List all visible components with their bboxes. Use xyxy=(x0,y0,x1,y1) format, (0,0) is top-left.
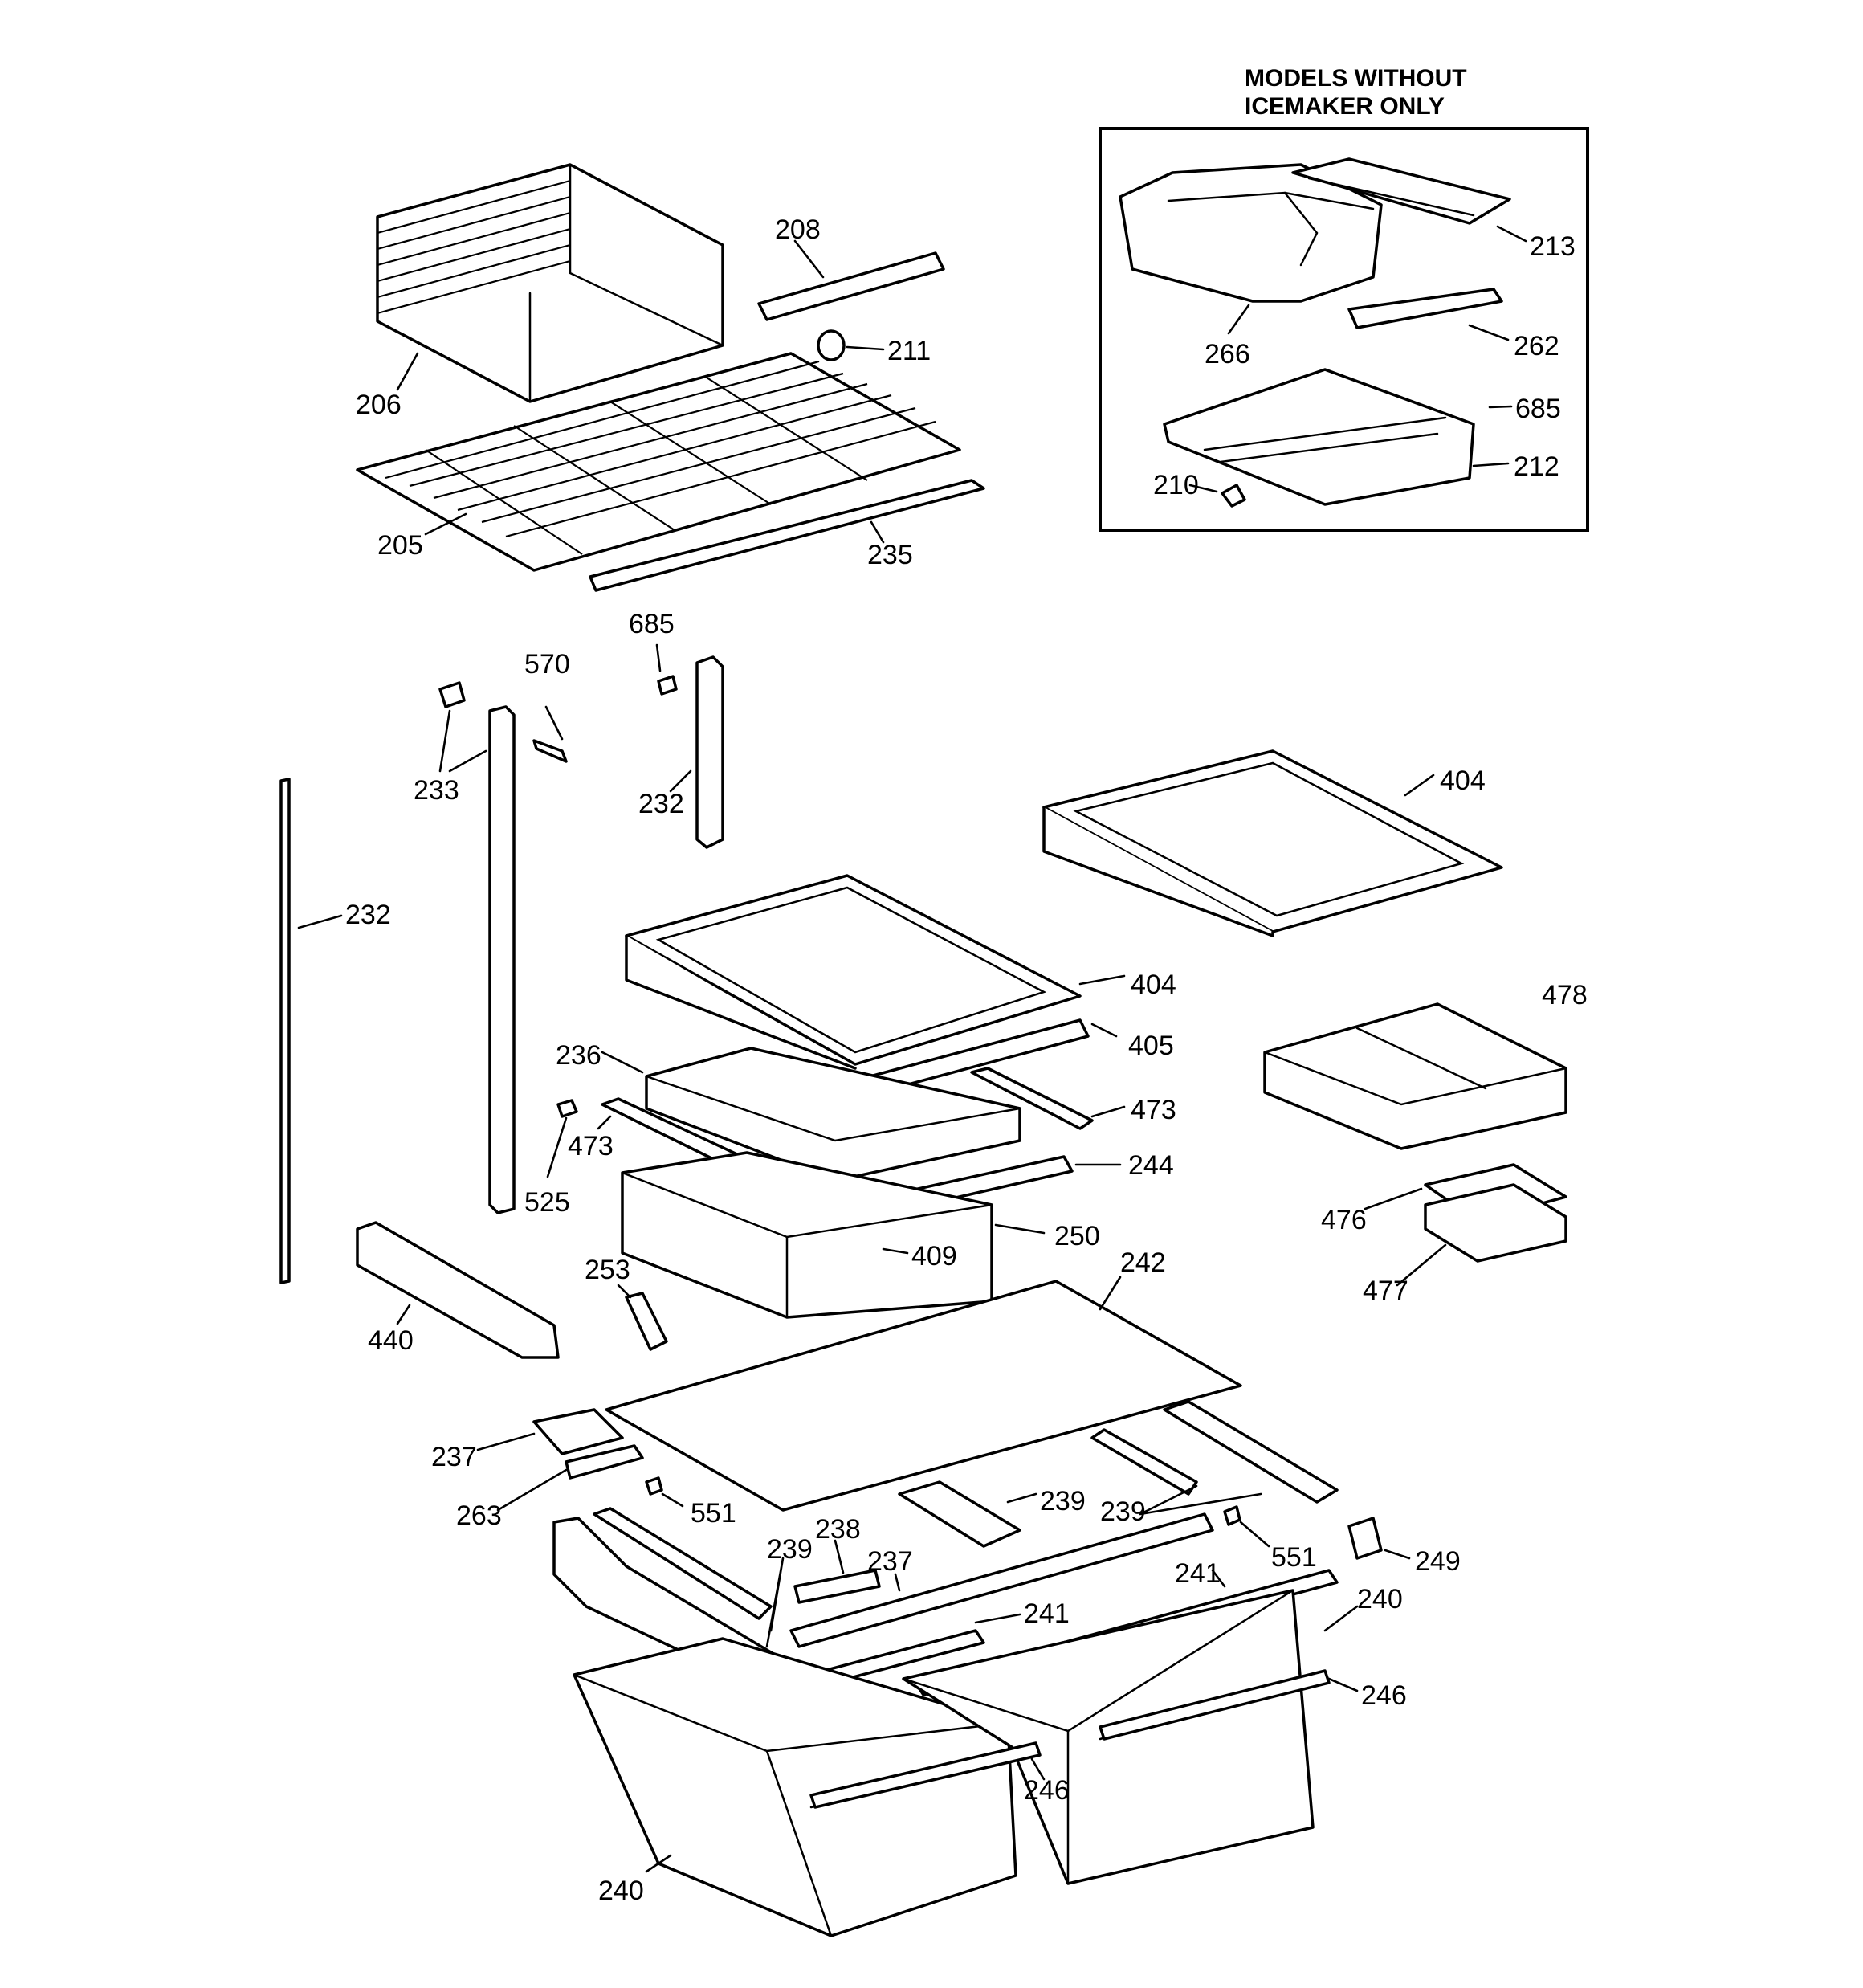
callout-208: 208 xyxy=(775,214,821,245)
pan-handle-246-right xyxy=(1099,1669,1331,1741)
inset-title-line2: ICEMAKER ONLY xyxy=(1245,93,1445,120)
callout-206: 206 xyxy=(356,390,402,420)
callout-525: 525 xyxy=(524,1187,570,1218)
callout-233: 233 xyxy=(414,775,459,806)
callout-237-center: 237 xyxy=(867,1546,913,1577)
crisper-cover-glass-242 xyxy=(605,1280,1242,1512)
callout-253: 253 xyxy=(585,1255,630,1285)
callout-210: 210 xyxy=(1153,470,1199,500)
callout-240-left: 240 xyxy=(598,1876,644,1906)
half-width-wire-shelf xyxy=(376,163,724,403)
callout-250: 250 xyxy=(1054,1221,1100,1251)
callout-238: 238 xyxy=(815,1514,861,1545)
callout-242: 242 xyxy=(1120,1247,1166,1278)
screw-525 xyxy=(556,1099,578,1118)
screw-551-right xyxy=(1223,1505,1241,1526)
support-rail-237-left xyxy=(532,1408,624,1455)
callout-241-center: 241 xyxy=(1024,1598,1070,1629)
slide-rail-left xyxy=(593,1507,773,1620)
callout-246-right: 246 xyxy=(1361,1680,1407,1711)
inset-title-line1: MODELS WITHOUT xyxy=(1245,65,1467,92)
shelf-support-clip-233 xyxy=(438,681,466,708)
snack-pan-236 xyxy=(645,1047,1021,1182)
roller-249 xyxy=(1347,1517,1383,1560)
screw-551-left xyxy=(645,1476,663,1496)
inset-frame xyxy=(1099,127,1589,532)
ice-tray xyxy=(1291,157,1511,225)
callout-232-left: 232 xyxy=(345,900,391,930)
pan-handle-246-left xyxy=(809,1741,1042,1809)
callout-477: 477 xyxy=(1363,1276,1408,1306)
callout-240-right: 240 xyxy=(1357,1584,1403,1614)
callout-236: 236 xyxy=(556,1040,601,1071)
callout-404-right: 404 xyxy=(1440,765,1486,796)
meat-pan-250 xyxy=(621,1151,993,1319)
support-bar-239 xyxy=(1090,1428,1198,1496)
callout-478: 478 xyxy=(1542,980,1588,1010)
callout-239-left: 239 xyxy=(767,1534,813,1565)
shelf-support-rail-right xyxy=(695,655,724,849)
divider-237 xyxy=(789,1512,1214,1648)
callout-476: 476 xyxy=(1321,1205,1367,1235)
dairy-bin-478 xyxy=(1263,1002,1567,1150)
callout-266: 266 xyxy=(1205,339,1250,369)
callout-244: 244 xyxy=(1128,1150,1174,1181)
callout-249: 249 xyxy=(1415,1546,1461,1577)
front-trim-238 xyxy=(793,1569,881,1604)
support-rail-263 xyxy=(565,1444,644,1480)
callout-473-right: 473 xyxy=(1131,1095,1176,1125)
ice-bin-rail xyxy=(1347,288,1503,329)
callout-239-center: 239 xyxy=(1040,1486,1086,1517)
callout-212: 212 xyxy=(1514,451,1559,482)
bumper-211 xyxy=(817,329,846,361)
ice-bin-support xyxy=(1163,368,1475,506)
full-width-wire-shelf xyxy=(356,352,961,572)
callout-232-right: 232 xyxy=(638,789,684,819)
cover-support-rail-right xyxy=(1163,1400,1339,1504)
callout-262: 262 xyxy=(1514,331,1559,361)
callout-205: 205 xyxy=(377,530,423,561)
butter-dish-477 xyxy=(1424,1183,1567,1263)
inset-models-without-icemaker: MODELS WITHOUT ICEMAKER ONLY 213 xyxy=(1099,65,1589,532)
screw-570 xyxy=(532,739,568,763)
callout-211: 211 xyxy=(887,336,931,366)
ice-bin xyxy=(1119,163,1383,303)
lower-trim-440 xyxy=(356,1221,560,1359)
shelf-support-rail-left xyxy=(279,778,291,1284)
callout-551-right: 551 xyxy=(1271,1542,1317,1573)
callout-213: 213 xyxy=(1530,231,1576,262)
callout-404-left: 404 xyxy=(1131,970,1176,1000)
callout-685: 685 xyxy=(629,609,675,639)
callout-246-left: 246 xyxy=(1024,1775,1070,1806)
callout-473-left: 473 xyxy=(568,1131,614,1161)
callout-235: 235 xyxy=(867,540,913,570)
shelf-rail-208 xyxy=(757,251,945,321)
glass-shelf-left-404 xyxy=(625,874,1082,1070)
callout-570: 570 xyxy=(524,649,570,680)
center-support-239 xyxy=(898,1480,1021,1548)
callout-239-right: 239 xyxy=(1100,1496,1146,1527)
callout-409: 409 xyxy=(911,1241,957,1272)
callout-440: 440 xyxy=(368,1325,414,1356)
screw-685 xyxy=(657,675,678,696)
callout-551-left: 551 xyxy=(691,1498,736,1529)
glass-shelf-right-404 xyxy=(1042,749,1503,937)
screw-210 xyxy=(1221,484,1246,508)
shelf-support-rail-center xyxy=(488,705,516,1214)
callout-685-inset: 685 xyxy=(1515,394,1561,424)
shelf-trim-235 xyxy=(589,479,985,592)
callout-405: 405 xyxy=(1128,1031,1174,1061)
slide-rail-473-right xyxy=(970,1067,1094,1130)
latch-253 xyxy=(625,1292,668,1351)
callout-237-left: 237 xyxy=(431,1442,477,1472)
callout-263: 263 xyxy=(456,1500,502,1531)
callout-241-right: 241 xyxy=(1175,1558,1221,1589)
